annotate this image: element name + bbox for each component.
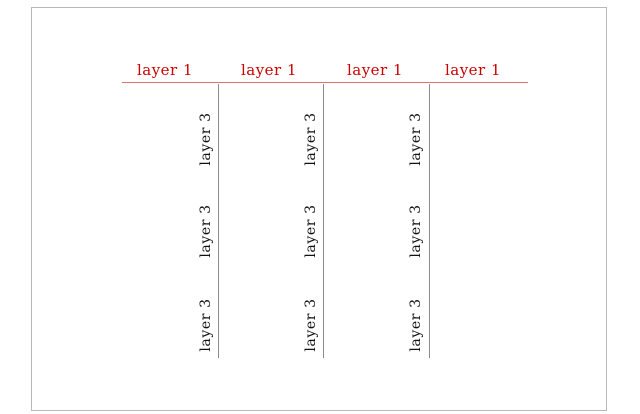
column-divider-1 [218, 84, 219, 358]
column-1-label-1: layer 3 [198, 112, 214, 166]
header-label-4: layer 1 [444, 61, 502, 79]
column-3-label-1: layer 3 [408, 112, 424, 166]
header-label-1: layer 1 [136, 61, 194, 79]
header-label-3: layer 1 [346, 61, 404, 79]
column-1-label-2: layer 3 [198, 204, 214, 258]
column-2-label-3: layer 3 [303, 298, 319, 352]
column-1-label-3: layer 3 [198, 298, 214, 352]
column-2-label-1: layer 3 [303, 112, 319, 166]
column-divider-3 [429, 84, 430, 358]
column-divider-2 [323, 84, 324, 358]
page-frame [31, 7, 607, 411]
column-3-label-2: layer 3 [408, 204, 424, 258]
header-rule [122, 82, 528, 83]
column-2-label-2: layer 3 [303, 204, 319, 258]
column-3-label-3: layer 3 [408, 298, 424, 352]
header-label-2: layer 1 [240, 61, 298, 79]
